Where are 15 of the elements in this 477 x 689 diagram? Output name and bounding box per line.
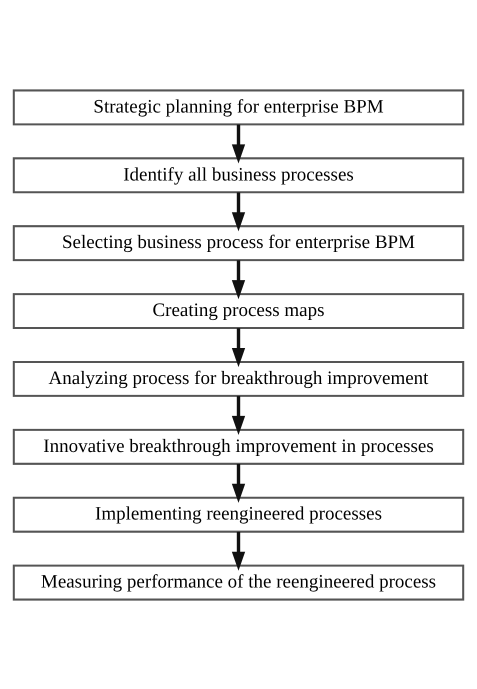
arrow [232, 463, 246, 502]
node-box: Implementing reengineered processes [12, 496, 464, 532]
arrow [232, 396, 246, 434]
node-box: Selecting business process for enterprise BPM [12, 224, 464, 261]
node-box: Innovative breakthrough improvement in processes [12, 428, 464, 464]
node-box: Measuring performance of the reengineered process [12, 564, 464, 600]
node-box: Strategic planning for enterprise BPM [12, 88, 464, 125]
node-box: Creating process maps [12, 292, 464, 329]
arrow [232, 328, 246, 367]
arrow [232, 124, 246, 163]
arrow [232, 260, 246, 299]
arrow [232, 531, 246, 570]
node-box: Identify all business processes [12, 156, 464, 193]
arrow [232, 192, 246, 231]
node-box: Analyzing process for breakthrough improvement [12, 360, 464, 396]
